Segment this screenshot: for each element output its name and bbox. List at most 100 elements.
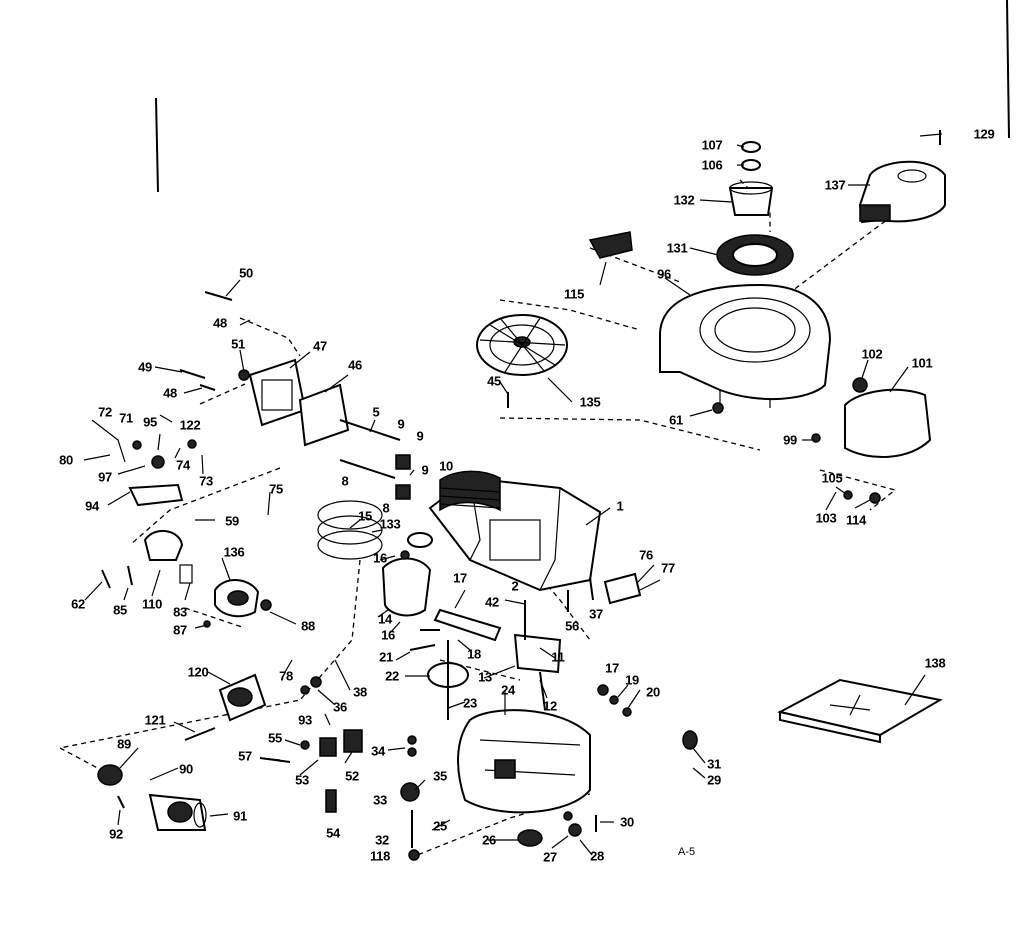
callout-120: 120 bbox=[187, 664, 209, 680]
part-31 bbox=[682, 730, 698, 750]
callout-96: 96 bbox=[657, 266, 671, 282]
piston bbox=[381, 557, 432, 617]
valve-spring-lower bbox=[395, 484, 411, 500]
breather-133 bbox=[407, 532, 433, 548]
plate-115 bbox=[588, 231, 633, 259]
callout-5: 5 bbox=[372, 404, 380, 420]
crankcase-cover bbox=[457, 709, 591, 847]
callout-20: 20 bbox=[646, 684, 660, 700]
callout-2: 2 bbox=[511, 578, 519, 594]
callout-62: 62 bbox=[71, 596, 85, 612]
callout-21: 21 bbox=[379, 649, 393, 665]
callout-103: 103 bbox=[815, 510, 837, 526]
callout-50: 50 bbox=[239, 265, 253, 281]
callout-34: 34 bbox=[371, 743, 385, 759]
callout-122: 122 bbox=[179, 417, 201, 433]
callout-10: 10 bbox=[439, 458, 453, 474]
callout-17: 17 bbox=[453, 570, 467, 586]
callout-132: 132 bbox=[673, 192, 695, 208]
callout-18: 18 bbox=[467, 646, 481, 662]
callout-8b: 8 bbox=[341, 473, 349, 489]
callout-118: 118 bbox=[369, 848, 391, 864]
callout-46: 46 bbox=[348, 357, 362, 373]
callout-92: 92 bbox=[109, 826, 123, 842]
callout-71: 71 bbox=[119, 410, 133, 426]
starter-cup bbox=[728, 181, 774, 216]
part-53 bbox=[319, 737, 337, 757]
callout-121: 121 bbox=[144, 712, 166, 728]
callout-76: 76 bbox=[639, 547, 653, 563]
callout-1: 1 bbox=[616, 498, 624, 514]
rewind-starter bbox=[858, 160, 946, 224]
callout-56: 56 bbox=[565, 618, 579, 634]
blower-housing bbox=[659, 283, 832, 408]
callout-25: 25 bbox=[433, 818, 447, 834]
callout-77: 77 bbox=[661, 560, 675, 576]
callout-93: 93 bbox=[298, 712, 312, 728]
callout-27: 27 bbox=[543, 849, 557, 865]
connecting-rod bbox=[433, 608, 502, 642]
callout-53: 53 bbox=[295, 772, 309, 788]
valve-spring-upper bbox=[395, 454, 411, 470]
callout-11: 11 bbox=[551, 649, 565, 665]
link-83 bbox=[179, 564, 193, 584]
flywheel bbox=[476, 314, 568, 376]
callout-54: 54 bbox=[326, 825, 340, 841]
callout-51: 51 bbox=[231, 336, 245, 352]
crankshaft bbox=[513, 600, 562, 711]
elbow-89 bbox=[97, 764, 123, 786]
muffler bbox=[844, 377, 932, 458]
callout-138: 138 bbox=[924, 655, 946, 671]
callout-97: 97 bbox=[98, 469, 112, 485]
callout-52: 52 bbox=[345, 768, 359, 784]
callout-136: 136 bbox=[223, 544, 245, 560]
callout-42: 42 bbox=[485, 594, 499, 610]
callout-110: 110 bbox=[141, 596, 163, 612]
camshaft bbox=[427, 640, 469, 720]
callout-105: 105 bbox=[821, 470, 843, 486]
callout-16b: 16 bbox=[373, 550, 387, 566]
callout-8: 8 bbox=[382, 500, 390, 516]
callout-91: 91 bbox=[233, 808, 247, 824]
callout-35: 35 bbox=[433, 768, 447, 784]
callout-78: 78 bbox=[279, 668, 293, 684]
callout-24: 24 bbox=[501, 682, 515, 698]
head-gasket bbox=[298, 383, 350, 447]
callout-87: 87 bbox=[173, 622, 187, 638]
callout-36: 36 bbox=[333, 699, 347, 715]
carburetor bbox=[148, 793, 207, 831]
callout-72: 72 bbox=[98, 404, 112, 420]
bracket-94 bbox=[128, 483, 184, 507]
governor-bracket-110 bbox=[143, 530, 184, 561]
cylinder-head bbox=[248, 358, 307, 427]
page-code: A-5 bbox=[678, 846, 696, 858]
callout-90: 90 bbox=[179, 761, 193, 777]
cylinder-block bbox=[428, 470, 602, 592]
washer-106 bbox=[741, 159, 761, 171]
callout-47: 47 bbox=[313, 338, 327, 354]
callout-101: 101 bbox=[911, 355, 933, 371]
callout-131: 131 bbox=[666, 240, 688, 256]
callout-106: 106 bbox=[701, 157, 723, 173]
callout-48b: 48 bbox=[163, 385, 177, 401]
callout-19: 19 bbox=[625, 672, 639, 688]
callout-89: 89 bbox=[117, 736, 131, 752]
part-33 bbox=[400, 782, 420, 802]
callout-133: 133 bbox=[379, 516, 401, 532]
scan-mark-right bbox=[1006, 0, 1010, 139]
callout-129: 129 bbox=[973, 126, 995, 142]
gasket-76 bbox=[603, 572, 642, 605]
callout-23: 23 bbox=[463, 695, 477, 711]
callout-114: 114 bbox=[845, 512, 867, 528]
spring-54 bbox=[325, 789, 337, 813]
callout-26: 26 bbox=[482, 832, 496, 848]
valve-exhaust bbox=[339, 419, 401, 441]
callout-61: 61 bbox=[669, 412, 683, 428]
callout-73: 73 bbox=[199, 473, 213, 489]
part-52 bbox=[343, 729, 363, 753]
callout-115: 115 bbox=[563, 286, 585, 302]
callout-85: 85 bbox=[113, 602, 127, 618]
callout-88: 88 bbox=[301, 618, 315, 634]
callout-37: 37 bbox=[589, 606, 603, 622]
callout-31: 31 bbox=[707, 756, 721, 772]
